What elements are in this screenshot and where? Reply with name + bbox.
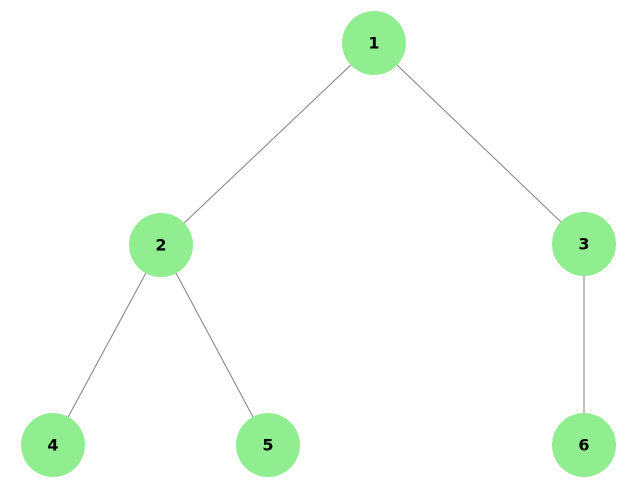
graph-node-label-5: 5 [262,436,273,455]
graph-node-5 [236,413,300,477]
graph-edge-2-4 [52,244,162,446]
graph-node-label-1: 1 [368,34,379,53]
graph-node-3 [552,212,616,276]
graph-node-label-3: 3 [578,235,589,254]
graph-node-6 [552,413,616,477]
graph-node-2 [129,213,193,277]
graph-node-label-2: 2 [155,236,166,255]
graph-node-4 [21,413,85,477]
graph-node-1 [342,11,406,75]
graph-edge-2-5 [160,244,269,446]
graph-node-label-6: 6 [578,436,589,455]
graph-edge-1-2 [160,42,375,246]
graph-edge-1-3 [373,42,585,245]
graph-node-label-4: 4 [47,436,58,455]
